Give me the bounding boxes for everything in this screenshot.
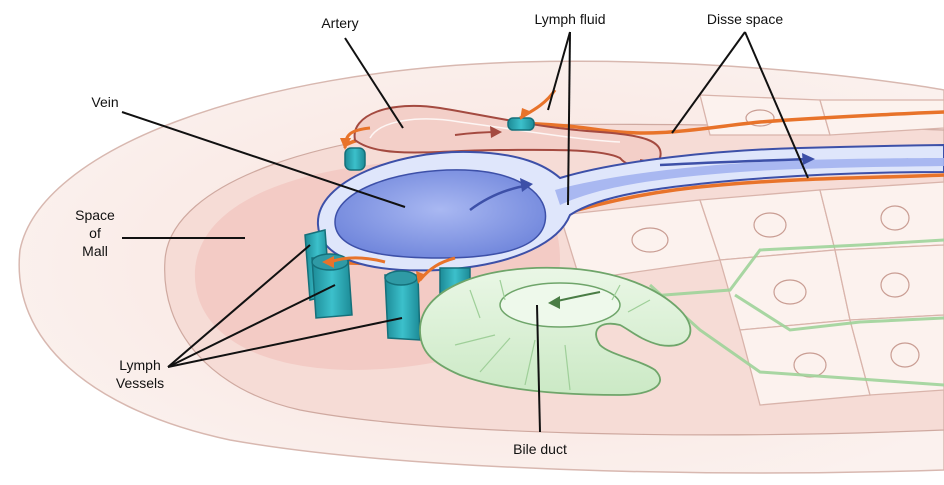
label-disse-space: Disse space [690,10,800,28]
label-lymph-fluid: Lymph fluid [520,10,620,28]
label-space-of-mall-3: Mall [70,242,120,260]
label-bile-duct: Bile duct [500,440,580,458]
label-lymph-vessels-2: Vessels [110,374,170,392]
label-artery: Artery [305,14,375,32]
label-vein: Vein [80,93,130,111]
label-space-of-mall-1: Space [70,206,120,224]
label-lymph-vessels-1: Lymph [110,356,170,374]
label-space-of-mall-2: of [70,224,120,242]
